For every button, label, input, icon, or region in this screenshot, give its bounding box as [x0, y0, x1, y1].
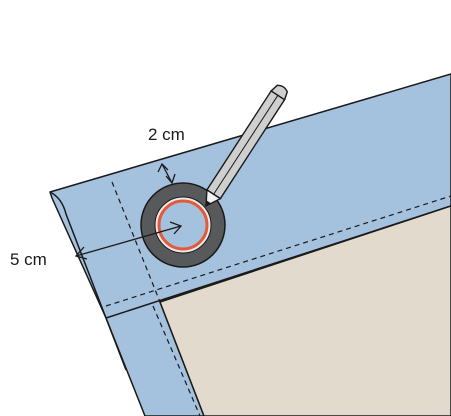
pencil-facet-line — [213, 95, 279, 195]
label-5cm: 5 cm — [10, 250, 47, 269]
pencil-end — [270, 84, 289, 101]
pencil-tip-cone — [205, 188, 222, 208]
dimension-5cm-arrowhead-right — [169, 221, 183, 235]
dimension-2cm-arrowhead-bottom — [165, 173, 176, 185]
hem-fold-shape — [49, 73, 451, 416]
dimension-2cm-arrowhead-top — [157, 162, 169, 173]
pencil-icon — [205, 84, 289, 208]
label-2cm: 2 cm — [148, 125, 185, 144]
eyelet — [140, 182, 226, 268]
dimension-5cm-line — [75, 225, 182, 257]
canvas-fabric — [159, 205, 451, 416]
dimension-5cm-arrowhead-left — [74, 246, 88, 260]
stitch-line-vertical-left — [111, 181, 161, 303]
pencil-lead — [206, 200, 212, 206]
stitch-lines — [105, 181, 451, 416]
stitch-line-vertical-lower — [152, 305, 201, 416]
eyelet-marking-circle — [157, 199, 209, 251]
stitch-line-top — [105, 195, 451, 307]
dimension-2cm — [157, 162, 176, 185]
dimension-5cm — [74, 221, 183, 260]
dimension-2cm-line — [161, 163, 173, 184]
hem-rolled-edge — [49, 191, 127, 371]
